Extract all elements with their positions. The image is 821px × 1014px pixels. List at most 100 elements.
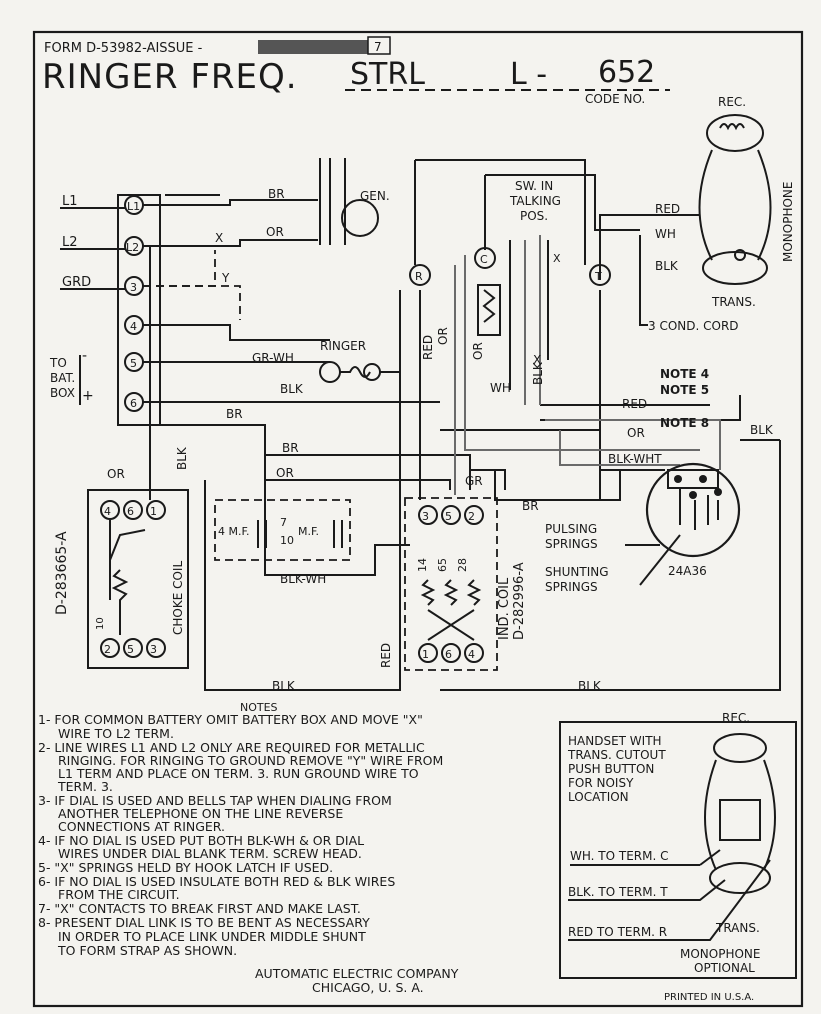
svg-text:CONNECTIONS AT RINGER.: CONNECTIONS AT RINGER. <box>58 819 225 834</box>
svg-text:BR: BR <box>268 187 285 201</box>
svg-text:REC.: REC. <box>718 95 746 109</box>
svg-text:WIRE TO L2 TERM.: WIRE TO L2 TERM. <box>58 726 174 741</box>
redacted-issue-box <box>258 40 368 54</box>
svg-text:SPRINGS: SPRINGS <box>545 580 598 594</box>
printed-in: PRINTED IN U.S.A. <box>664 992 754 1003</box>
minus-sign: - <box>82 348 87 364</box>
dial-springs: PULSING SPRINGS SHUNTING SPRINGS 24A36 <box>545 462 741 594</box>
svg-text:4 M.F.: 4 M.F. <box>218 525 250 538</box>
svg-text:BLK: BLK <box>578 679 602 693</box>
svg-text:5- "X" SPRINGS HELD BY HOOK LA: 5- "X" SPRINGS HELD BY HOOK LATCH IF USE… <box>38 860 333 875</box>
generator: GEN. <box>319 158 390 245</box>
svg-text:GR: GR <box>465 474 483 488</box>
issue-box <box>367 36 391 55</box>
svg-text:10: 10 <box>280 534 294 547</box>
svg-text:2- LINE WIRES L1 AND L2 ONLY A: 2- LINE WIRES L1 AND L2 ONLY ARE REQUIRE… <box>38 740 425 755</box>
label-to: TO <box>49 356 67 370</box>
svg-text:REC.: REC. <box>722 711 750 725</box>
diagram-title: RINGER FREQ. <box>42 57 298 97</box>
svg-text:5: 5 <box>127 643 134 656</box>
svg-text:6: 6 <box>127 505 134 518</box>
choke-coil: 4 6 1 2 5 3 10 CHOKE COIL D-283665-A <box>54 489 189 669</box>
svg-text:BLK: BLK <box>272 679 296 693</box>
code-letter: L - <box>510 57 547 92</box>
svg-text:RINGING. FOR RINGING TO GROUND: RINGING. FOR RINGING TO GROUND REMOVE "Y… <box>58 753 443 768</box>
page-border <box>32 30 804 1008</box>
svg-text:2: 2 <box>468 510 475 523</box>
svg-text:RED: RED <box>421 335 435 360</box>
terminal-c <box>474 247 496 269</box>
svg-text:FOR NOISY: FOR NOISY <box>568 776 634 790</box>
svg-text:L1: L1 <box>127 200 140 213</box>
code-no-label: CODE NO. <box>585 92 645 106</box>
svg-text:3: 3 <box>130 281 137 294</box>
induction-coil: 3 5 2 1 6 4 14 65 28 IND. COIL D-282996-… <box>404 497 527 671</box>
svg-text:SW. IN: SW. IN <box>515 179 553 193</box>
svg-text:MONOPHONE: MONOPHONE <box>680 947 760 961</box>
svg-text:7: 7 <box>280 516 287 529</box>
svg-text:NOTE 8: NOTE 8 <box>660 416 709 430</box>
svg-text:28: 28 <box>456 558 469 572</box>
svg-text:3 COND. CORD: 3 COND. CORD <box>648 319 739 333</box>
ringer: RINGER <box>319 339 381 383</box>
svg-text:WIRES UNDER DIAL BLANK TERM. S: WIRES UNDER DIAL BLANK TERM. SCREW HEAD. <box>58 846 362 861</box>
svg-text:RINGER: RINGER <box>320 339 366 353</box>
svg-text:NOTE 4: NOTE 4 <box>660 367 709 381</box>
svg-text:2: 2 <box>104 643 111 656</box>
svg-text:BLK: BLK <box>280 382 304 396</box>
hookswitch: SW. IN TALKING POS. X <box>477 179 561 390</box>
svg-text:24A36: 24A36 <box>668 564 707 578</box>
svg-text:3: 3 <box>150 643 157 656</box>
svg-text:CHOKE COIL: CHOKE COIL <box>171 561 185 635</box>
svg-text:3: 3 <box>422 510 429 523</box>
code-number: 652 <box>598 55 655 90</box>
svg-text:RED: RED <box>655 202 680 216</box>
svg-text:M.F.: M.F. <box>298 525 319 538</box>
svg-text:WH. TO TERM. C: WH. TO TERM. C <box>570 849 669 863</box>
svg-text:SPRINGS: SPRINGS <box>545 537 598 551</box>
svg-text:R: R <box>415 270 423 283</box>
svg-text:OR: OR <box>627 426 645 440</box>
svg-text:FROM THE CIRCUIT.: FROM THE CIRCUIT. <box>58 887 180 902</box>
terminal-t <box>589 264 611 286</box>
svg-text:1- FOR COMMON BATTERY OMIT BAT: 1- FOR COMMON BATTERY OMIT BATTERY BOX A… <box>38 712 423 727</box>
title-fill-strl: STRL <box>350 57 425 92</box>
svg-text:6: 6 <box>445 648 452 661</box>
svg-text:PUSH BUTTON: PUSH BUTTON <box>568 762 654 776</box>
svg-text:RED: RED <box>622 397 647 411</box>
svg-text:WH: WH <box>490 381 511 395</box>
svg-text:5: 5 <box>130 357 137 370</box>
svg-text:14: 14 <box>416 558 429 572</box>
svg-text:OR: OR <box>266 225 284 239</box>
label-l1: L1 <box>62 194 78 209</box>
terminal-r <box>409 264 431 286</box>
company-name: AUTOMATIC ELECTRIC COMPANY <box>255 966 459 981</box>
svg-text:HANDSET WITH: HANDSET WITH <box>568 734 662 748</box>
svg-text:6- IF NO DIAL IS USED INSULATE: 6- IF NO DIAL IS USED INSULATE BOTH RED … <box>38 874 395 889</box>
svg-text:LOCATION: LOCATION <box>568 790 629 804</box>
svg-text:TRANS.: TRANS. <box>715 921 760 935</box>
svg-text:POS.: POS. <box>520 209 548 223</box>
issue-number: 7 <box>374 40 382 54</box>
svg-text:TALKING: TALKING <box>509 194 561 208</box>
svg-text:BLK: BLK <box>175 446 189 470</box>
svg-text:5: 5 <box>445 510 452 523</box>
svg-text:OR: OR <box>471 342 485 360</box>
svg-text:RED TO TERM. R: RED TO TERM. R <box>568 925 667 939</box>
plus-sign: + <box>82 388 94 404</box>
svg-text:BLK. TO TERM. T: BLK. TO TERM. T <box>568 885 668 899</box>
notes-section: NOTES 1- FOR COMMON BATTERY OMIT BATTERY… <box>38 701 443 958</box>
svg-text:4: 4 <box>130 320 137 333</box>
svg-text:IND. COIL: IND. COIL <box>497 577 512 640</box>
svg-text:L1 TERM AND PLACE ON TERM. 3.: L1 TERM AND PLACE ON TERM. 3. RUN GROUND… <box>58 766 419 781</box>
svg-text:L2: L2 <box>126 241 139 254</box>
svg-text:X: X <box>533 353 541 367</box>
svg-text:4: 4 <box>468 648 475 661</box>
svg-text:Y: Y <box>221 271 230 285</box>
svg-text:NOTES: NOTES <box>240 701 278 714</box>
label-bat: BAT. <box>50 371 75 385</box>
svg-text:BLK: BLK <box>655 259 679 273</box>
svg-text:BR: BR <box>226 407 243 421</box>
label-box: BOX <box>50 386 75 400</box>
